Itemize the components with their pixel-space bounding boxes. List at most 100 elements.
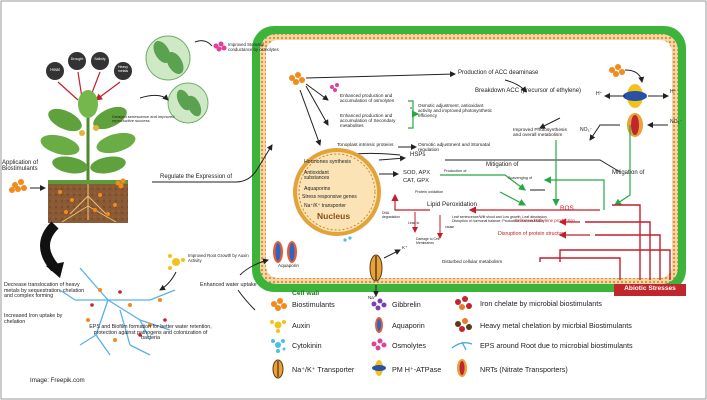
biostimulant-cluster-left bbox=[9, 179, 27, 193]
biostimulant-cluster-right bbox=[609, 64, 625, 77]
abiotic-box bbox=[614, 284, 686, 296]
osmolytes-icon bbox=[371, 338, 387, 351]
production-of-label: Production of bbox=[444, 169, 467, 173]
atpase-pump bbox=[623, 84, 647, 108]
biostimulant-cluster-mid bbox=[115, 178, 126, 189]
ethylene-label: Enhanced Ethylene production bbox=[515, 218, 575, 223]
water-uptake-label: Enhanced water uptake bbox=[200, 282, 257, 288]
damage-cell-label: Damage to Cell Membranes bbox=[416, 237, 440, 245]
stress-genes-label: Stress responsive genes bbox=[302, 194, 357, 200]
nrt-icon bbox=[457, 359, 467, 377]
root-zoom-arrow bbox=[40, 221, 59, 272]
iron-label: Increased Iron uptake by chelation bbox=[4, 313, 63, 325]
stress-salinity: Salinity bbox=[94, 57, 106, 61]
leaf-effects-label: Leaf senescence/Wilt shoot and Low growt… bbox=[452, 215, 548, 223]
disruption-label: Disruption of protein structure bbox=[498, 231, 567, 237]
root-growth-label: Improved Root Growth by Auxin Activity bbox=[188, 253, 249, 263]
osmolyte-cluster-top bbox=[213, 41, 227, 52]
tonoplast-effect: Osmotic adjustment and Stomatal regulati… bbox=[418, 143, 490, 154]
na-ion: Na⁺ bbox=[368, 295, 377, 300]
nucleus bbox=[293, 148, 381, 236]
aquaporin-membrane bbox=[273, 241, 297, 263]
dna-degradation-label: DNA degradation bbox=[382, 211, 400, 219]
legend-osmolytes: Osmolytes bbox=[392, 341, 426, 350]
scavenging-label: Scavenging of bbox=[508, 176, 533, 180]
mitigation-label-2: Mitigation of bbox=[612, 170, 645, 176]
plant-illustration bbox=[40, 90, 136, 180]
h-ion-in: H⁺ bbox=[596, 91, 603, 97]
acc-deaminase-label: Production of ACC deaminase bbox=[458, 70, 539, 76]
legend-eps: EPS around Root due to microbial biostim… bbox=[480, 341, 633, 350]
sod-apx-label: SOD, APX bbox=[403, 170, 431, 176]
salinity-bubble bbox=[91, 52, 109, 70]
no3-ion-out: NO₃⁻ bbox=[670, 119, 683, 125]
aquaporin-cell-label: Aquaporin bbox=[278, 263, 299, 268]
iron-dots bbox=[90, 290, 167, 337]
heavy-metals-label: Decrease translocation of heavy metals b… bbox=[4, 282, 85, 300]
root-lines bbox=[61, 184, 117, 223]
application-label: Application of Biostimulants bbox=[2, 160, 39, 173]
regulate-arrow bbox=[152, 144, 273, 183]
lead-to-label: Lead to bbox=[408, 221, 420, 225]
legend-heavy-metal: Heavy metal chelation by micrbial Biosti… bbox=[480, 321, 632, 330]
gibberellin-icon bbox=[371, 298, 387, 311]
heat-bubble bbox=[46, 62, 64, 80]
drought-bubble bbox=[68, 52, 86, 70]
tonoplast-label: Tonoplast intrinsic proteins bbox=[337, 143, 394, 148]
senescence-label: Delayed senescence and improved reproduc… bbox=[112, 114, 175, 124]
legend-aquaporin: Aquaporin bbox=[392, 321, 425, 330]
aquaporins-nucleus-label: Aquaporins bbox=[304, 186, 331, 192]
stomata-illustration bbox=[139, 35, 213, 124]
stomatal-label: Improved Stomatal conductance by osmolyt… bbox=[228, 42, 279, 52]
legend-icons bbox=[270, 296, 473, 379]
iron-chelate-icon bbox=[455, 296, 472, 310]
transporter-nucleus-label: Na⁺/K⁺ transporter bbox=[304, 203, 346, 209]
soil-grass bbox=[48, 180, 128, 184]
root-network bbox=[59, 267, 176, 356]
legend-transporter: Na⁺/K⁺ Transporter bbox=[292, 365, 355, 374]
hsps-label: HSPs bbox=[410, 152, 426, 158]
legend-auxin: Auxin bbox=[292, 321, 310, 330]
stress-heat: Heat bbox=[50, 67, 60, 72]
legend-nrt: NRTs (Nitrate Transporters) bbox=[480, 365, 568, 374]
acc-breakdown-label: Breakdown ACC (precursor of ethylene) bbox=[475, 88, 582, 94]
disturbed-label: Disturbed cellular metabolism bbox=[442, 259, 503, 264]
legend-atpase: PM H⁺-ATPase bbox=[392, 365, 442, 374]
eps-label: EPS and Biofilm formation for better wat… bbox=[89, 324, 212, 342]
auxin-star bbox=[168, 254, 185, 270]
legend-gibberellin: Gibbrelin bbox=[392, 300, 421, 309]
biostimulant-cluster-cell bbox=[289, 72, 305, 85]
transporter-icon bbox=[272, 359, 284, 379]
no3-ion-in: NO₃⁻ bbox=[580, 127, 593, 133]
secondary-metabolites-text: Enhanced production and accumulation of … bbox=[340, 113, 396, 128]
credit-label: Image: Freepik.com bbox=[30, 377, 85, 384]
cytokinin-dots bbox=[343, 236, 352, 242]
heavy-metals-bubble bbox=[114, 62, 132, 80]
osmotic-effect-text: Osmotic adjustment, antioxidant activity… bbox=[418, 103, 493, 118]
legend-iron-chelate: Iron chelate by microbial biostimulants bbox=[480, 299, 602, 308]
photosynthesis-label: Improved Photosynthesis and overall meta… bbox=[513, 128, 567, 139]
stress-bubbles bbox=[46, 52, 132, 100]
h-ion-out: H⁺ bbox=[670, 89, 677, 95]
mitigation-label-1: Mitigation of bbox=[486, 162, 519, 168]
legend-cytokinin: Cytokinin bbox=[292, 341, 322, 350]
abiotic-stresses-label: Abiotic Stresses bbox=[624, 285, 676, 292]
root-dots bbox=[86, 288, 162, 342]
legend-biostimulants: Biostimulants bbox=[292, 300, 335, 309]
aquaporin-icon bbox=[375, 317, 383, 333]
biostimulant-dots-soil bbox=[58, 190, 117, 216]
protein-oxidation-label: Protein oxidation bbox=[415, 190, 444, 194]
lipid-peroxidation-label: Lipid Peroxidation bbox=[427, 201, 478, 208]
abiotic-lines bbox=[539, 204, 671, 280]
atpase-icon bbox=[372, 360, 386, 376]
osmolyte-cluster-cell bbox=[330, 83, 339, 92]
k-ion: K⁺ bbox=[402, 245, 408, 250]
hormones-label: Hormones synthesis bbox=[304, 159, 351, 165]
biostimulants-icon bbox=[271, 298, 287, 311]
nrt-transporter bbox=[627, 113, 643, 137]
heavy-metal-icon bbox=[455, 318, 472, 332]
cell-wall-label: Cell wall bbox=[292, 290, 320, 297]
cause-label: cause bbox=[445, 225, 455, 229]
